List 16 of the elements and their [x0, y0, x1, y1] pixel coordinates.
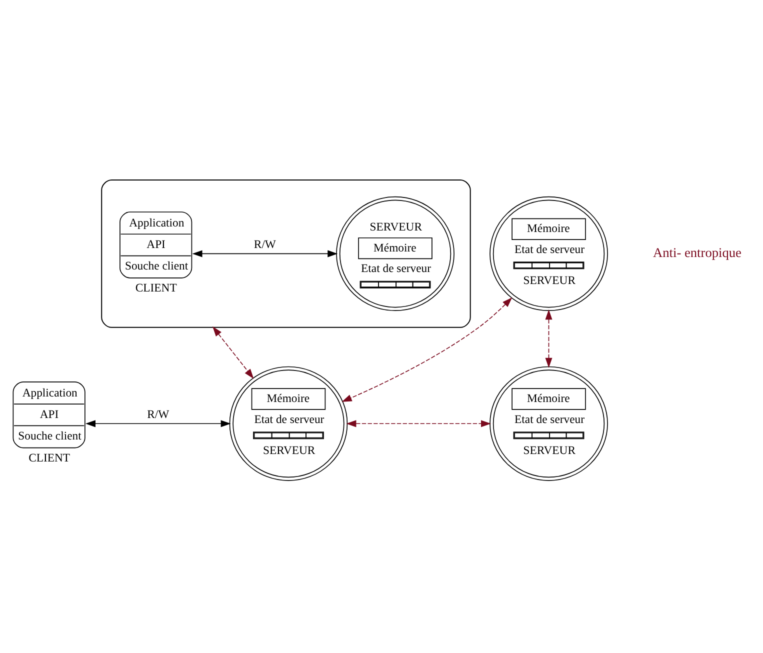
- edge-label: R/W: [147, 407, 170, 420]
- node-label: CLIENT: [28, 450, 70, 464]
- edge-label: R/W: [254, 238, 276, 251]
- node-circle: SERVEUR Mémoire Etat de serveur: [336, 196, 454, 311]
- node-circle: Mémoire Etat de serveur SERVEUR: [490, 196, 608, 311]
- arrow: [212, 326, 254, 378]
- node-circle: Mémoire Etat de serveur SERVEUR: [490, 366, 608, 480]
- arrow: [85, 420, 231, 427]
- arrow: [545, 309, 552, 368]
- node-label: CLIENT: [135, 280, 177, 294]
- arrow: [192, 250, 338, 257]
- arrow: [346, 420, 492, 427]
- arrow: [342, 296, 512, 402]
- node-circle: Mémoire Etat de serveur SERVEUR: [229, 366, 348, 480]
- cluster: [101, 179, 471, 328]
- label: Anti- entropique: [653, 244, 742, 260]
